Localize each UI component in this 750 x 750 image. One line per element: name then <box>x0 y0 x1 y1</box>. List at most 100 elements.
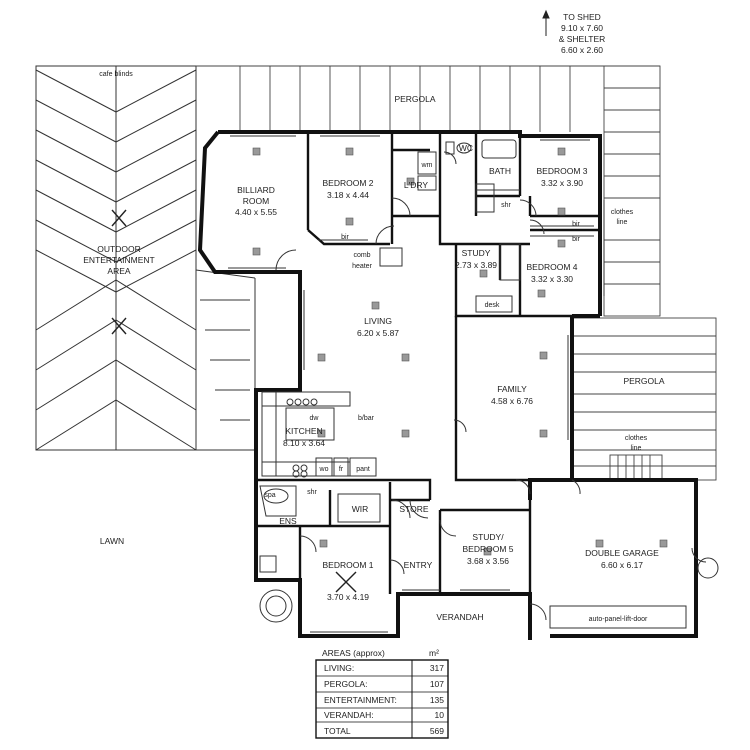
areas-table-row: LIVING: 317 <box>324 663 444 673</box>
svg-text:BEDROOM 1: BEDROOM 1 <box>322 560 373 570</box>
svg-text:& SHELTER: & SHELTER <box>559 34 606 44</box>
svg-text:line: line <box>617 219 628 226</box>
bedroom-3-label: BEDROOM 3 3.32 x 3.90 <box>536 166 587 188</box>
pergola-right <box>571 317 717 481</box>
outdoor-roof-area <box>35 65 256 451</box>
svg-text:STUDY/: STUDY/ <box>472 532 504 542</box>
areas-table-header: AREAS (approx) <box>322 648 385 658</box>
svg-text:BEDROOM 2: BEDROOM 2 <box>322 178 373 188</box>
svg-text:BILLIARD: BILLIARD <box>237 185 275 195</box>
svg-text:3.18 x 4.44: 3.18 x 4.44 <box>327 190 369 200</box>
svg-text:569: 569 <box>430 726 444 736</box>
fixtures <box>228 135 719 633</box>
areas-table: AREAS (approx) m² LIVING: 317 PERGOLA: 1… <box>315 648 449 739</box>
svg-text:317: 317 <box>430 663 444 673</box>
double-garage-label: DOUBLE GARAGE 6.60 x 6.17 <box>585 548 659 570</box>
svg-text:PERGOLA:: PERGOLA: <box>324 679 367 689</box>
wall-oven-label: wo <box>319 466 329 473</box>
light-fittings <box>252 147 668 556</box>
comb-heater-label: comb heater <box>352 252 373 270</box>
svg-text:FAMILY: FAMILY <box>497 384 527 394</box>
entry-label: ENTRY <box>404 560 433 570</box>
svg-text:line: line <box>631 445 642 452</box>
spa-label: spa <box>264 492 275 499</box>
cafe-blinds-label: cafe blinds <box>99 71 133 78</box>
study-bedroom5-label: STUDY/ BEDROOM 5 3.68 x 3.56 <box>462 532 513 566</box>
svg-text:6.20 x 5.87: 6.20 x 5.87 <box>357 328 399 338</box>
svg-text:3.70 x 4.19: 3.70 x 4.19 <box>327 592 369 602</box>
svg-text:6.60 x 6.17: 6.60 x 6.17 <box>601 560 643 570</box>
svg-text:ENTERTAINMENT: ENTERTAINMENT <box>83 255 154 265</box>
svg-text:3.68 x 3.56: 3.68 x 3.56 <box>467 556 509 566</box>
fridge-label: fr <box>339 466 344 473</box>
svg-text:STUDY: STUDY <box>462 248 491 258</box>
svg-text:BEDROOM 3: BEDROOM 3 <box>536 166 587 176</box>
desk-label: desk <box>485 302 500 309</box>
svg-text:ENTERTAINMENT:: ENTERTAINMENT: <box>324 695 397 705</box>
svg-text:comb: comb <box>353 252 370 259</box>
svg-text:BEDROOM 5: BEDROOM 5 <box>462 544 513 554</box>
areas-table-row: VERANDAH: 10 <box>324 710 444 720</box>
svg-text:LIVING:: LIVING: <box>324 663 354 673</box>
kitchen-label: KITCHEN 8.10 x 3.64 <box>283 426 325 448</box>
clothes-line-right-label: clothes line <box>625 435 648 452</box>
pergola-top <box>196 65 661 317</box>
interior-walls <box>256 132 600 594</box>
family-label: FAMILY 4.58 x 6.76 <box>491 384 533 406</box>
shed-note: TO SHED 9.10 x 7.60 & SHELTER 6.60 x 2.6… <box>559 12 606 55</box>
svg-text:OUTDOOR: OUTDOOR <box>97 244 140 254</box>
svg-text:TO SHED: TO SHED <box>563 12 601 22</box>
wc-label: WC <box>459 143 473 153</box>
dishwasher-label: dw <box>310 415 320 422</box>
areas-table-row: PERGOLA: 107 <box>324 679 444 689</box>
svg-text:3.32 x 3.30: 3.32 x 3.30 <box>531 274 573 284</box>
bbar-label: b/bar <box>358 415 375 422</box>
bedroom-4-label: BEDROOM 4 3.32 x 3.30 <box>526 262 577 284</box>
svg-text:ROOM: ROOM <box>243 196 269 206</box>
bedroom-1-label: BEDROOM 1 3.70 x 4.19 <box>322 560 373 602</box>
areas-table-unit: m² <box>429 648 439 658</box>
bir-bedroom2-label: bir <box>341 234 349 241</box>
svg-text:TOTAL: TOTAL <box>324 726 351 736</box>
verandah-label: VERANDAH <box>436 612 483 622</box>
lawn-label: LAWN <box>100 536 124 546</box>
svg-text:135: 135 <box>430 695 444 705</box>
wm-label: wm <box>421 162 433 169</box>
svg-text:10: 10 <box>435 710 445 720</box>
areas-table-row: ENTERTAINMENT: 135 <box>324 695 444 705</box>
areas-table-row: TOTAL 569 <box>324 726 444 736</box>
bir-bedroom3-label: bir <box>572 221 580 228</box>
arrow-up-icon <box>542 9 550 36</box>
billiard-room-label: BILLIARD ROOM 4.40 x 5.55 <box>235 185 277 217</box>
svg-text:9.10 x 7.60: 9.10 x 7.60 <box>561 23 603 33</box>
svg-text:107: 107 <box>430 679 444 689</box>
clothes-line-top-label: clothes line <box>611 209 634 226</box>
living-label: LIVING 6.20 x 5.87 <box>357 316 399 338</box>
svg-text:6.60 x 2.60: 6.60 x 2.60 <box>561 45 603 55</box>
bath-label: BATH <box>489 166 511 176</box>
svg-text:4.58 x 6.76: 4.58 x 6.76 <box>491 396 533 406</box>
ceiling-fan-icon <box>111 209 357 593</box>
svg-text:VERANDAH:: VERANDAH: <box>324 710 374 720</box>
ensuite-label: ENS <box>279 516 297 526</box>
svg-text:4.40 x 5.55: 4.40 x 5.55 <box>235 207 277 217</box>
svg-text:KITCHEN: KITCHEN <box>285 426 322 436</box>
svg-text:DOUBLE GARAGE: DOUBLE GARAGE <box>585 548 659 558</box>
pergola-right-label: PERGOLA <box>623 376 664 386</box>
svg-text:clothes: clothes <box>611 209 634 216</box>
bedroom-2-label: BEDROOM 2 3.18 x 4.44 <box>322 178 373 200</box>
svg-text:8.10 x 3.64: 8.10 x 3.64 <box>283 438 325 448</box>
outdoor-entertainment-label: OUTDOOR ENTERTAINMENT AREA <box>83 244 154 276</box>
pergola-top-label: PERGOLA <box>394 94 435 104</box>
wir-label: WIR <box>352 504 369 514</box>
svg-text:BEDROOM 4: BEDROOM 4 <box>526 262 577 272</box>
laundry-label: L'DRY <box>404 180 428 190</box>
svg-text:LIVING: LIVING <box>364 316 392 326</box>
study-label: STUDY 2.73 x 3.89 <box>455 248 497 270</box>
store-label: STORE <box>399 504 428 514</box>
ensuite-shower-label: shr <box>307 489 317 496</box>
svg-text:3.32 x 3.90: 3.32 x 3.90 <box>541 178 583 188</box>
bir-bedroom4-label: bir <box>572 236 580 243</box>
svg-text:AREA: AREA <box>107 266 130 276</box>
